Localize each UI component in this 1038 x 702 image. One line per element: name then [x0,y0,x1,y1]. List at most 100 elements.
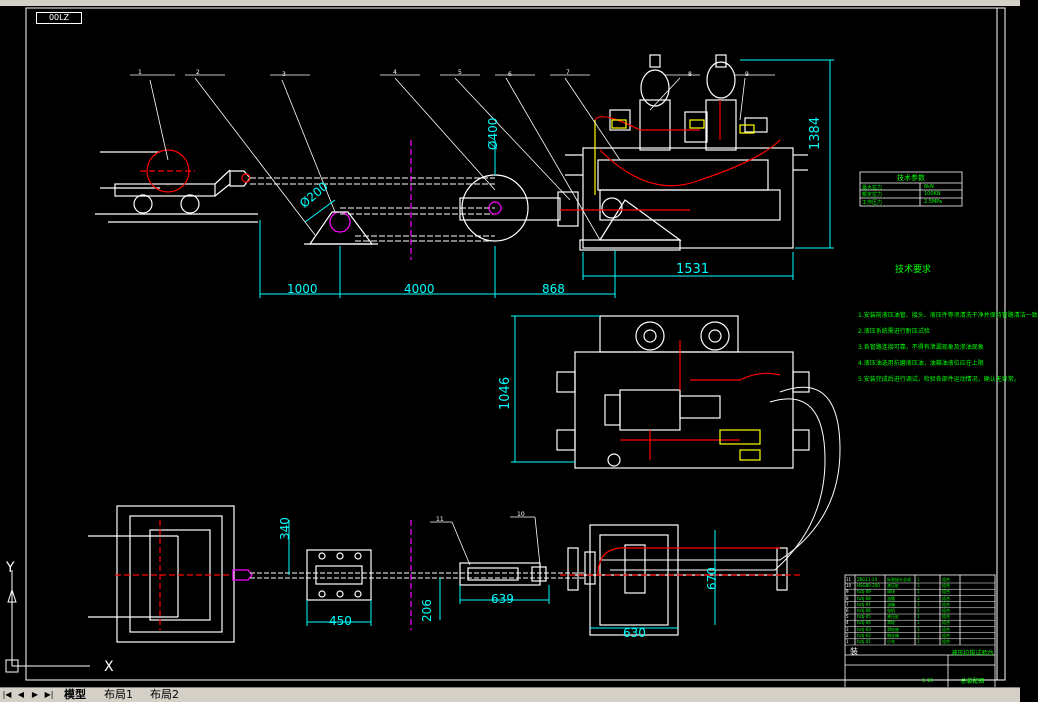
dim-450: 450 [329,614,352,628]
bom-cell: 标准接头总成 [887,577,911,582]
part-number: 2 [196,69,200,76]
station-top-view [511,315,841,571]
bom-cell: hztj-09 [857,589,871,595]
nav-prev-button[interactable]: ◀ [17,690,25,699]
tab-layout2[interactable]: 布局2 [150,688,179,701]
params-key: 额定拉力 [862,192,883,198]
tab-layout1[interactable]: 布局1 [104,688,133,701]
part-number: 7 [566,69,570,76]
bom-cell: 液压缸 [887,583,899,589]
bom-cell: ZBG11-20 [857,577,878,582]
bom-cell: 4 [846,620,849,626]
station-yellow [594,119,755,195]
bom-cell: 油管 [887,595,895,601]
bom-cell: 1 [917,626,920,632]
bom-cell: 组合 [942,595,950,601]
bom-cell: 滑轮座 [887,626,899,632]
bom-cell: 阀块 [887,589,895,595]
bom-cell: 组合 [942,614,950,620]
bom-cell: 1 [917,620,920,626]
bom-cell: 滑轮 [887,620,895,626]
nav-last-button[interactable]: ▶| [44,690,54,699]
plan-view [88,505,800,643]
bom-cell: hztj-08 [857,595,871,601]
bom-cell: 1 [917,608,920,613]
title-block-mark: 装 [850,647,858,656]
tech-req-item: 2.液压系统需进行耐压试验 [858,328,930,335]
bom-cell: HSG80-200 [857,583,880,589]
bom-cell: 2 [846,632,849,638]
ucs-y-label: Y [6,560,15,576]
bom-cell: 1 [917,601,920,607]
bom-cell: 电机 [887,608,895,613]
bom-cell: 11 [846,577,852,582]
cylinder-plan [459,562,547,586]
dim-1000: 1000 [287,282,318,296]
bom-cell: 组合 [942,589,950,595]
bom-cell: hztj-03 [857,626,871,632]
params-key: 最大拉力 [862,185,883,191]
rope-plan [250,572,585,579]
drawing-name: 液压拉拔试验台 [951,650,994,657]
bom-cell: 5 [846,614,849,620]
bom-cell: 1 [917,583,920,589]
ucs-icon [5,570,90,673]
bom-cell: 组合 [942,577,950,582]
bom-cell: 组合 [942,601,950,607]
tab-model[interactable]: 模型 [64,688,86,701]
ucs-x-label: X [104,659,114,675]
bom-cell: 1 [917,595,920,601]
station-elevation [565,54,808,251]
params-value: 2.5MPa [924,199,943,205]
hook-plan [232,569,253,581]
dim-206: 206 [420,599,434,622]
dim-868: 868 [542,282,565,296]
bom-cell: 1 [917,639,920,644]
dim-4000: 4000 [404,282,435,296]
part-number: 4 [393,69,397,76]
bom-cell: 组合 [942,639,950,644]
dim-630: 630 [623,626,646,640]
drawing-frame [25,7,1006,681]
bom-cell: 8 [846,595,849,601]
part-number: 1 [138,69,142,76]
nav-next-button[interactable]: ▶ [31,690,39,699]
bom-cell: hztj-07 [857,601,871,607]
title-block-frame [844,574,996,689]
part-number: 3 [282,71,286,78]
dim-340: 340 [278,517,292,540]
bom-cell: 液压缸 [887,614,899,620]
bom-cell: 组合 [942,620,950,626]
part-number: 8 [688,71,692,78]
bom-cell: 1 [917,589,920,595]
coil-plan [88,505,235,643]
bom-row-lines [845,582,995,646]
bom-cell: 组合 [942,632,950,638]
bom-cell: hztj-04 [857,620,871,626]
bom-cell: 6 [846,608,849,613]
tech-req-item: 1.安装前液压油管、接头、液压件等须清洗干净并保持管路清洁一致 [858,312,1038,319]
bom-cell: 组合 [942,608,950,613]
bom-cell: 9 [846,589,849,595]
dim-1046: 1046 [498,376,513,410]
bom-cell: 1 [846,639,849,644]
bom-cell: 1 [917,632,920,638]
bom-cell: 10 [846,583,852,589]
nav-first-button[interactable]: |◀ [2,690,12,699]
wire-rope [250,177,495,242]
window-top-strip [0,0,1020,6]
drawing-scale: 1:10 [922,678,934,684]
cart [95,151,258,223]
bom-cell: 1 [917,614,920,620]
dim-1531: 1531 [676,262,710,277]
drawing-tag: 00LZ [36,12,82,24]
part-number: 10 [517,511,525,518]
tech-req-item: 4.液压油选用抗磨液压油，油箱油液位应在上限 [858,360,984,367]
pulley-small [304,211,378,245]
station-pipes [560,100,781,211]
params-title: 技术参数 [897,174,925,182]
dim-dia400: Ø400 [486,117,500,150]
dim-670: 670 [705,567,719,590]
tech-req-item: 5.安装完成后进行调试，检验各部件运动情况，确认无异常。 [858,376,1020,383]
